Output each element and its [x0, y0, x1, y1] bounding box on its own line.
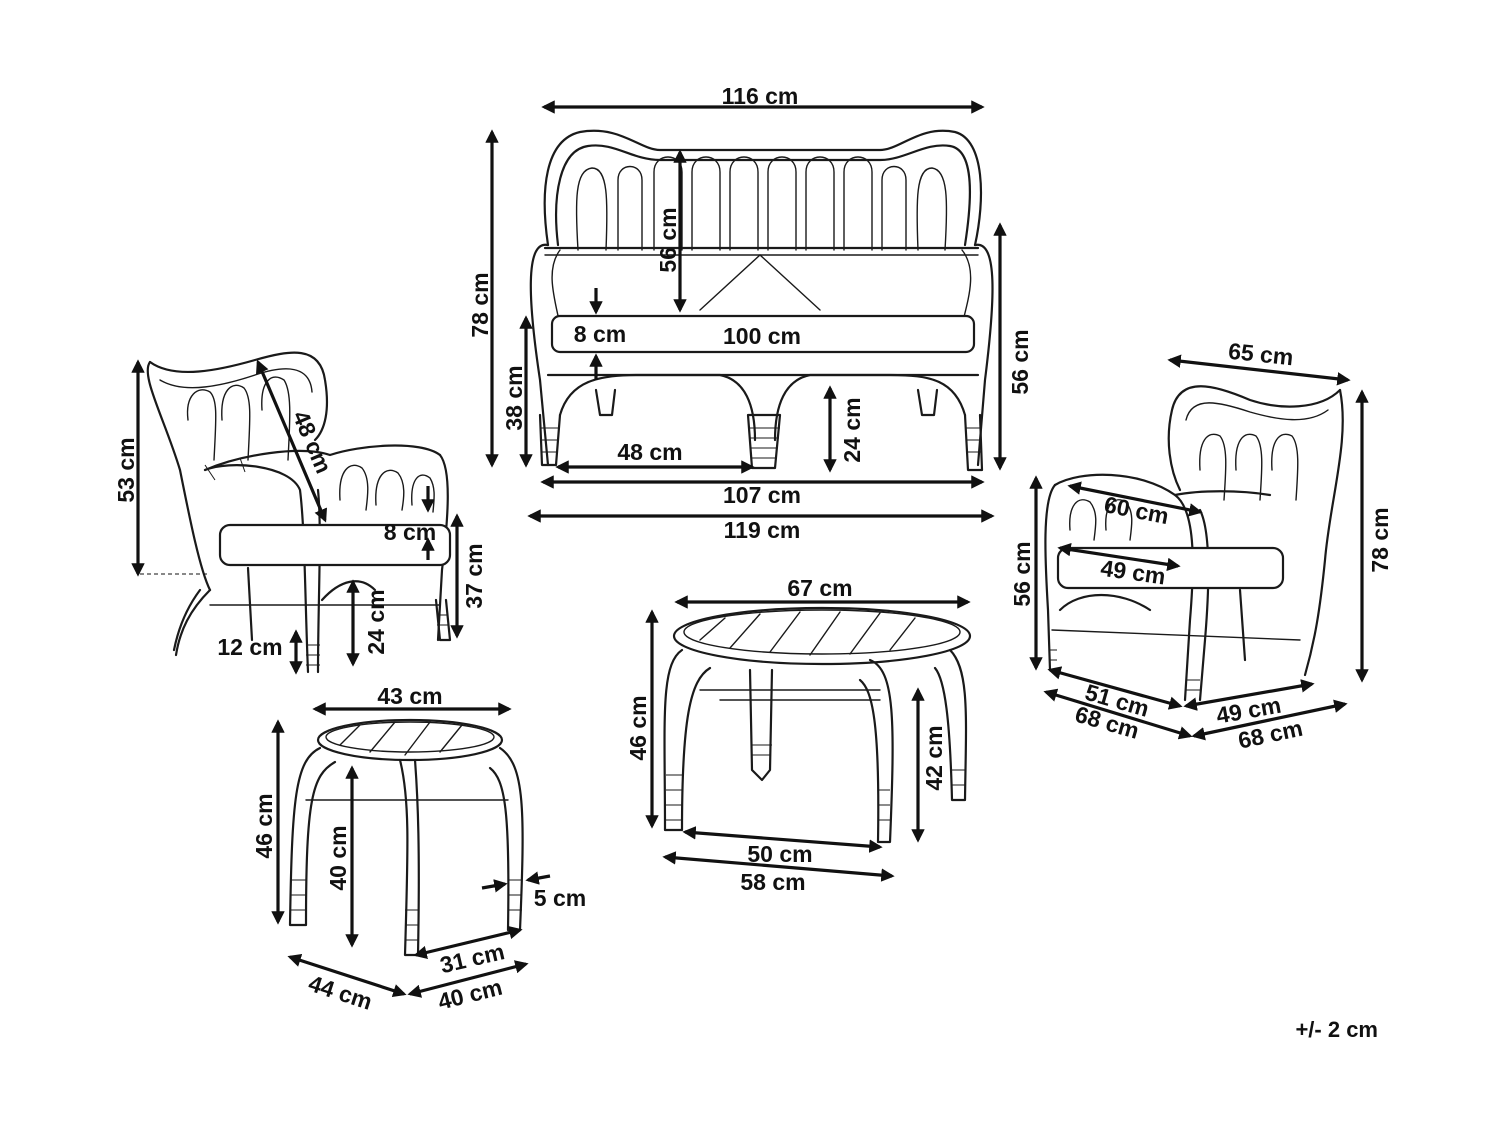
coffee-table-height-total-label: 46 cm [625, 695, 651, 760]
coffee-table-top-width-label: 67 cm [787, 575, 852, 601]
side-table-top-width-label: 43 cm [377, 683, 442, 709]
coffee-table-leg-span-outer-label: 58 cm [740, 869, 805, 895]
armchair-left-seat-height-label: 37 cm [461, 543, 487, 608]
sofa-height-total-label: 78 cm [467, 272, 493, 337]
armchair-right-height-total-label: 78 cm [1367, 507, 1393, 572]
sofa-width-legs-label: 107 cm [723, 482, 801, 508]
tolerance-note: +/- 2 cm [1295, 1017, 1378, 1042]
sofa-leg-height-label: 24 cm [839, 397, 865, 462]
armchair-left-leg-height-label: 24 cm [363, 589, 389, 654]
side-table-depth-label: 44 cm [305, 970, 375, 1015]
side-table-leg-thickness-label: 5 cm [534, 885, 586, 911]
armchair-left-leg-foot-label: 12 cm [217, 634, 282, 660]
armchair-right-seat-width-label: 60 cm [1102, 491, 1171, 529]
armchair-left-drawing [146, 351, 452, 674]
sofa-width-total-label: 119 cm [724, 517, 801, 543]
coffee-table-leg-height-label: 42 cm [921, 725, 947, 790]
dimension-lines [131, 100, 1369, 998]
sofa-cushion-width-label: 100 cm [723, 323, 801, 349]
sofa-drawing [529, 129, 994, 472]
armchair-right-drawing [1044, 385, 1344, 702]
coffee-table-leg-span-inner-label: 50 cm [747, 841, 812, 867]
armchair-left-back-diagonal-label: 48 cm [288, 407, 337, 477]
sofa-back-arches [575, 156, 948, 251]
sofa-backrest-height-label: 56 cm [655, 207, 681, 272]
sofa-seat-depth-label: 48 cm [617, 439, 682, 465]
sofa-cushion-thickness-label: 8 cm [574, 321, 626, 347]
side-table-width-label: 40 cm [435, 974, 505, 1015]
sofa-armrest-height-label: 56 cm [1007, 329, 1033, 394]
coffee-table-drawing [663, 606, 972, 844]
armchair-right-back-width-label: 65 cm [1227, 338, 1295, 371]
sofa-seat-height-label: 38 cm [501, 365, 527, 430]
side-table-drawing [288, 718, 524, 957]
armchair-right-armrest-height-label: 56 cm [1009, 541, 1035, 606]
sofa-cushion [550, 314, 976, 354]
side-table-height-total-label: 46 cm [251, 793, 277, 858]
armchair-left-cushion-thickness-label: 8 cm [384, 519, 436, 545]
side-table-leg-height-label: 40 cm [325, 825, 351, 890]
sofa-width-top-label: 116 cm [722, 83, 799, 109]
armchair-left-back-height-label: 53 cm [113, 437, 139, 502]
armchair-left-cushion [218, 523, 452, 567]
